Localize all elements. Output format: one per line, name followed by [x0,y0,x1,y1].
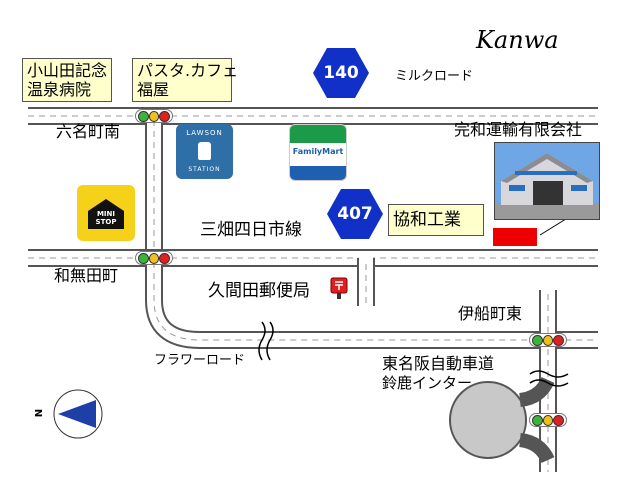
cafe-box: パスタ.カフェ 福屋 [132,58,239,102]
lawson-station-logo: LAWSON STATION [176,124,233,179]
hospital-line-1: 小山田記念 [27,61,108,80]
compass-north-label: N [34,408,46,418]
familymart-green-band [290,125,346,143]
familymart-text: FamilyMart [292,147,344,156]
route-140-sign: 140 [313,48,369,98]
rokumyo-label: 六名町南 [56,122,121,141]
post-office-icon [330,277,348,299]
cafe-line-1: パスタ.カフェ [137,61,239,80]
cafe-line-2: 福屋 [137,80,170,99]
expressway-label: 東名阪自動車道 [382,354,495,373]
hospital-box: 小山田記念 温泉病院 [22,58,113,102]
ministop-logo: MINI STOP [77,185,135,241]
lawson-text-2: STATION [188,166,221,173]
wanashida-label: 和無田町 [54,266,119,285]
traffic-signal-rokumyo [135,109,173,123]
kumada-post-label: 久間田郵便局 [208,281,310,301]
traffic-signal-ibune [529,333,567,347]
ibune-label: 伊船町東 [458,304,523,323]
road-break-flower [258,321,274,361]
traffic-signal-suzuka-ic [529,413,567,427]
lawson-text-1: LAWSON [186,129,223,137]
familymart-logo: FamilyMart [289,124,347,181]
ministop-text-2: STOP [95,218,117,226]
company-location-marker [493,228,537,246]
lawson-bottle-icon [198,142,211,160]
road-break-expressway [529,370,569,387]
familymart-blue-band [290,166,346,180]
company-photo [494,142,600,220]
brand-logo: Kanwa [476,26,559,54]
compass-icon [53,389,103,439]
milk-road-label: ミルクロード [395,69,474,84]
sanbata-line-label: 三畑四日市線 [200,220,302,240]
traffic-signal-wanashida [135,251,173,265]
kyowa-box: 協和工業 [388,204,484,236]
flower-road-label: フラワーロード [154,353,246,368]
interchange-loop [449,381,527,459]
hospital-line-2: 温泉病院 [27,80,92,99]
kanwa-company-label: 完和運輸有限会社 [454,120,583,139]
suzuka-ic-label: 鈴鹿インター [382,374,473,392]
ministop-text-1: MINI [96,210,116,218]
route-407-sign: 407 [327,189,383,239]
